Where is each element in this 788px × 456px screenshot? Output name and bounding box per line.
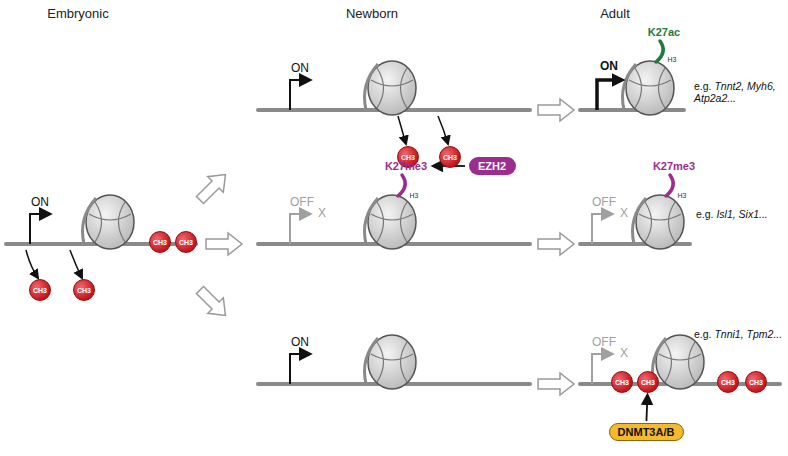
methyl-group: CH3 [175, 231, 197, 253]
gene-names: Tnni1, Tpm2... [714, 328, 782, 340]
gene-names: Isl1, Six1... [716, 208, 767, 220]
enzyme-pill: DNMT3A/B [609, 423, 684, 441]
node-text: CH3 [641, 379, 655, 386]
methyl-group: CH3 [439, 146, 461, 168]
enzyme-pill: EZH2 [469, 157, 516, 175]
histone-tail [398, 41, 673, 196]
connector [646, 395, 647, 421]
off-mark: X [620, 347, 628, 361]
methyl-group: CH3 [73, 279, 95, 301]
node-text: DNMT3A/B [618, 426, 675, 438]
histone-mark: K27ac [648, 26, 680, 39]
node-text: CH3 [77, 287, 91, 294]
transcription-arrow [30, 80, 620, 384]
methyl-group: CH3 [149, 231, 171, 253]
methyl-group: CH3 [745, 371, 767, 393]
histone-mark: K27me3 [653, 160, 695, 173]
node-text: CH3 [179, 239, 193, 246]
node-text: CH3 [749, 379, 763, 386]
state-label: ON [31, 196, 49, 210]
node-text: CH3 [615, 379, 629, 386]
stage-heading: Adult [600, 7, 630, 22]
state-label: OFF [290, 196, 314, 210]
gene-examples: e.g. Tnnt2, Myh6, Atp2a2... [694, 80, 786, 104]
off-mark: X [620, 207, 628, 221]
methyl-group: CH3 [611, 371, 633, 393]
node-text: CH3 [33, 287, 47, 294]
methyl-group: CH3 [29, 279, 51, 301]
state-label: ON [600, 60, 618, 74]
histone-mark: K27me3 [385, 160, 427, 173]
histone-name: H3 [668, 56, 677, 64]
stage-heading: Embryonic [47, 7, 108, 22]
demethylation-arrow [26, 116, 448, 278]
node-text: EZH2 [478, 160, 506, 172]
label-part: e.g. [694, 328, 714, 340]
node-text: CH3 [721, 379, 735, 386]
state-label: OFF [592, 196, 616, 210]
gene-examples: e.g. Tnni1, Tpm2... [694, 328, 782, 340]
nucleosome [83, 61, 705, 389]
stage-heading: Newborn [346, 7, 398, 22]
node-text: CH3 [443, 154, 457, 161]
state-label: ON [291, 336, 309, 350]
methyl-group: CH3 [717, 371, 739, 393]
histone-name: H3 [410, 192, 419, 200]
off-mark: X [318, 207, 326, 221]
label-part: e.g. [694, 80, 714, 92]
transition-arrow [192, 99, 574, 395]
node-text: CH3 [153, 239, 167, 246]
gene-examples: e.g. Isl1, Six1... [696, 208, 768, 220]
label-part: e.g. [696, 208, 716, 220]
methyl-group: CH3 [637, 371, 659, 393]
state-label: ON [291, 62, 309, 76]
state-label: OFF [592, 336, 616, 350]
node-text: CH3 [401, 154, 415, 161]
histone-name: H3 [678, 192, 687, 200]
